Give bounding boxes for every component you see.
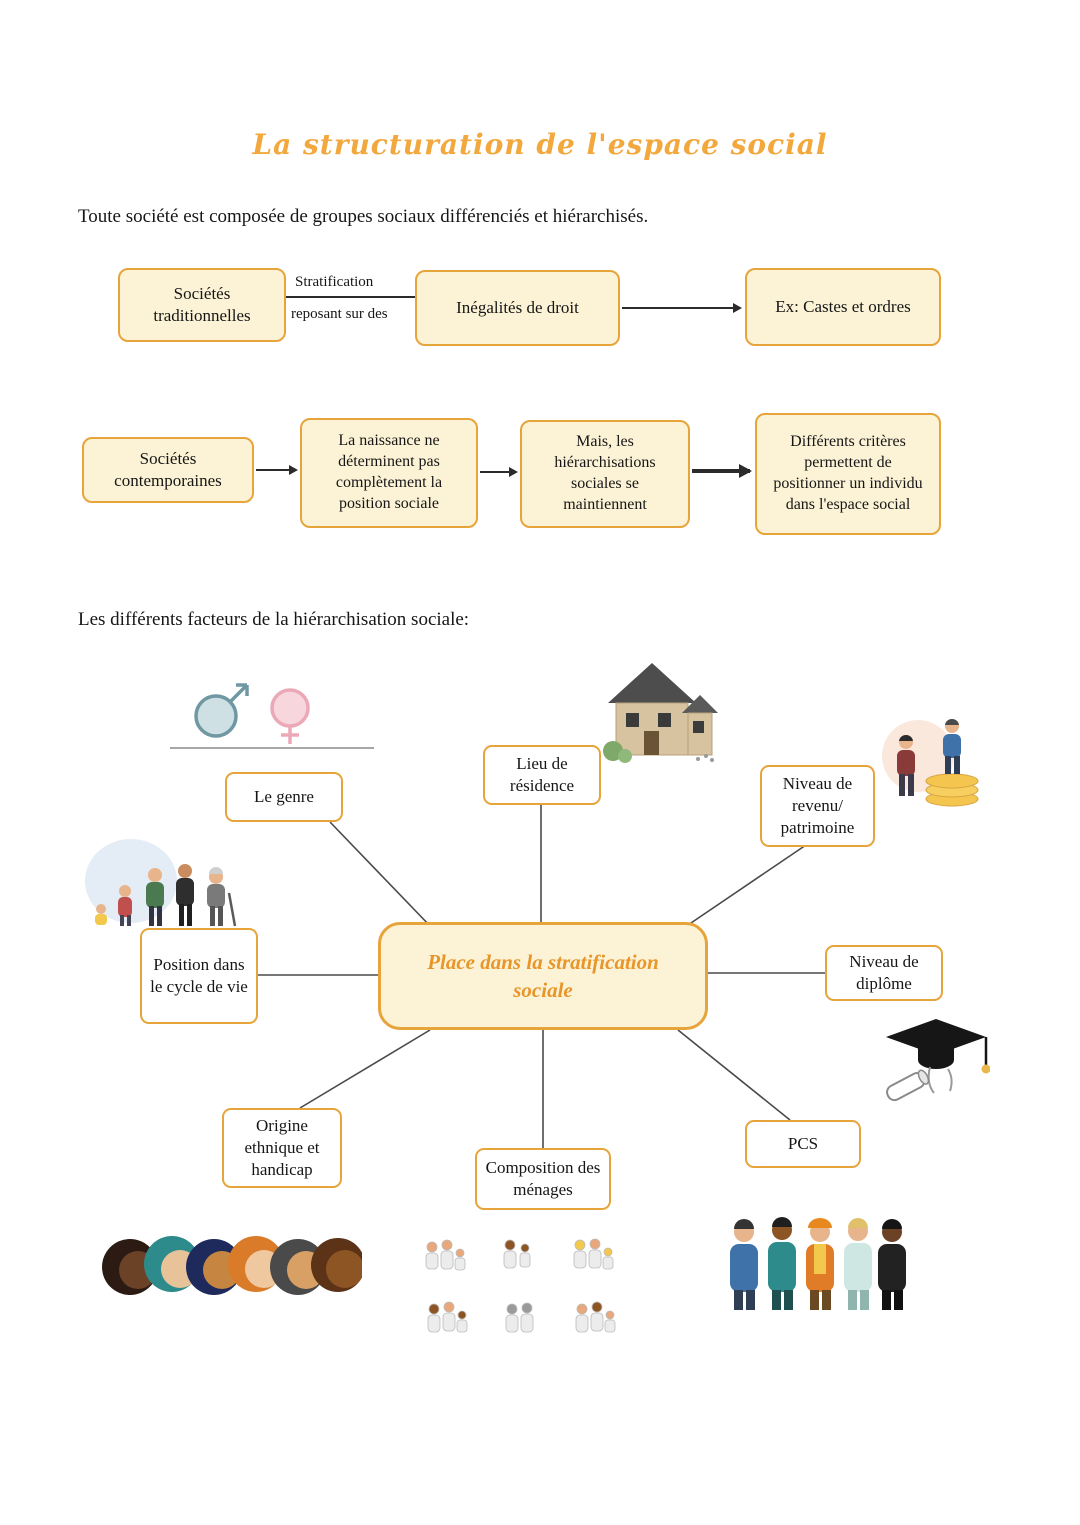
flowchart-box-societes-contemporaines: Sociétés contemporaines: [82, 437, 254, 503]
arrow-right-icon: [256, 469, 296, 471]
flowchart-box-castes-et-ordres: Ex: Castes et ordres: [745, 268, 941, 346]
workers-pcs-illustration: [730, 1217, 906, 1310]
life-cycle-illustration: [85, 839, 237, 927]
household-composition-illustration: [425, 1238, 616, 1333]
graduation-cap-illustration: [886, 1019, 990, 1102]
flowchart-box-societes-traditionnelles: Sociétés traditionnelles: [118, 268, 286, 342]
page-title: La structuration de l'espace social: [252, 128, 828, 161]
factors-heading: Les différents facteurs de la hiérarchis…: [78, 609, 470, 630]
diverse-profiles-illustration: [102, 1236, 362, 1295]
node-lieu-de-residence: Lieu de résidence: [483, 745, 601, 805]
intro-text: Toute société est composée de groupes so…: [78, 206, 649, 227]
node-origine-ethnique-handicap: Origine ethnique et handicap: [222, 1108, 342, 1188]
flowchart-box-hierarchisations: Mais, les hiérarchisations sociales se m…: [520, 420, 690, 528]
connector-line: [286, 296, 415, 298]
node-le-genre: Le genre: [225, 772, 343, 822]
gender-symbols-illustration: [170, 683, 374, 749]
node-niveau-revenu-patrimoine: Niveau de revenu/ patrimoine: [760, 765, 875, 847]
arrow-right-icon: [622, 307, 740, 309]
node-niveau-de-diplome: Niveau de diplôme: [825, 945, 943, 1001]
connector-label-stratification: Stratification: [295, 274, 374, 290]
node-position-cycle-de-vie: Position dans le cycle de vie: [140, 928, 258, 1024]
income-wealth-illustration: [882, 718, 979, 807]
mindmap-center-node: Place dans la stratification sociale: [378, 922, 708, 1030]
node-pcs: PCS: [745, 1120, 861, 1168]
connector-label-reposant: reposant sur des: [291, 306, 388, 322]
flowchart-box-inegalites-de-droit: Inégalités de droit: [415, 270, 620, 346]
arrow-right-icon: [480, 471, 516, 473]
house-illustration: [603, 663, 718, 763]
flowchart-box-naissance: La naissance ne déterminent pas complète…: [300, 418, 478, 528]
node-composition-des-menages: Composition des ménages: [475, 1148, 611, 1210]
flowchart-box-criteres: Différents critères permettent de positi…: [755, 413, 941, 535]
arrow-right-thick-icon: [692, 469, 750, 473]
